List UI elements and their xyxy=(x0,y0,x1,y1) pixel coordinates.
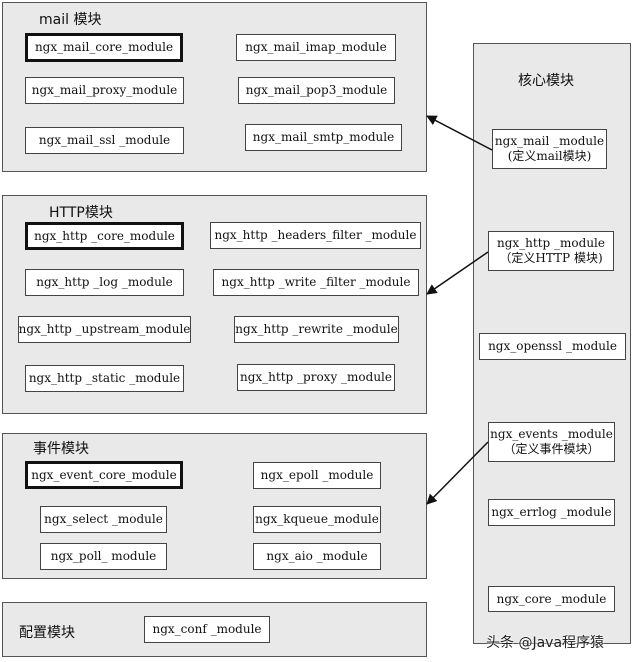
ngx-mail-core-module: ngx_mail_core_module xyxy=(25,33,183,62)
ngx-errlog-module: ngx_errlog _module xyxy=(488,499,615,526)
ngx-aio-module: ngx_aio _module xyxy=(253,543,381,570)
http-group-title: HTTP模块 xyxy=(49,205,113,221)
ngx-mail-module: ngx_mail _module (定义mail模块) xyxy=(492,129,607,169)
ngx-mail-module-desc: (定义mail模块) xyxy=(507,149,592,163)
ngx-core-module: ngx_core _module xyxy=(488,586,615,612)
ngx-mail-pop3-module: ngx_mail_pop3_module xyxy=(238,77,395,104)
ngx-http-module-desc: （定义HTTP 模块) xyxy=(499,251,603,265)
ngx-http-static-module: ngx_http _static _module xyxy=(25,365,184,392)
ngx-http-rewrite-module: ngx_http _rewrite _module xyxy=(234,316,399,343)
ngx-http-module-name: ngx_http _module xyxy=(497,236,605,250)
ngx-mail-proxy-module: ngx_mail_proxy_module xyxy=(25,77,184,104)
ngx-mail-imap-module: ngx_mail_imap_module xyxy=(236,34,396,61)
ngx-http-headers-filter-module: ngx_http _headers_filter _module xyxy=(210,222,421,249)
ngx-http-proxy-module: ngx_http _proxy _module xyxy=(237,364,395,391)
conf-group-title: 配置模块 xyxy=(19,625,75,641)
ngx-kqueue-module: ngx_kqueue_module xyxy=(253,506,381,533)
ngx-events-module: ngx_events _module （定义事件模块） xyxy=(488,422,615,462)
ngx-http-core-module: ngx_http _core_module xyxy=(25,222,184,250)
arrow-mail xyxy=(426,115,493,151)
ngx-poll-module: ngx_poll_ module xyxy=(40,543,167,570)
ngx-events-module-name: ngx_events _module xyxy=(490,427,613,441)
ngx-mail-ssl-module: ngx_mail_ssl _module xyxy=(25,127,184,154)
ngx-http-module: ngx_http _module （定义HTTP 模块) xyxy=(488,231,614,271)
ngx-event-core-module: ngx_event_core_module xyxy=(25,461,183,489)
event-group-title: 事件模块 xyxy=(33,441,89,457)
ngx-mail-smtp-module: ngx_mail_smtp_module xyxy=(245,124,402,151)
ngx-openssl-module: ngx_openssl _module xyxy=(479,333,626,360)
ngx-select-module: ngx_select _module xyxy=(40,506,167,533)
arrow-event xyxy=(426,441,489,505)
ngx-http-upstream-module: ngx_http _upstream_module xyxy=(18,316,191,343)
ngx-conf-module: ngx_conf _module xyxy=(144,616,270,643)
core-group-title: 核心模块 xyxy=(518,73,574,89)
ngx-http-log-module: ngx_http _log _module xyxy=(25,269,184,296)
watermark: 头条 @Java程序猿 xyxy=(486,635,605,651)
arrow-http xyxy=(426,251,489,295)
ngx-events-module-desc: （定义事件模块） xyxy=(503,442,600,456)
ngx-mail-module-name: ngx_mail _module xyxy=(494,134,605,148)
ngx-epoll-module: ngx_epoll _module xyxy=(253,462,381,489)
ngx-http-write-filter-module: ngx_http _write _filter _module xyxy=(213,269,419,296)
mail-group-title: mail 模块 xyxy=(39,12,102,28)
